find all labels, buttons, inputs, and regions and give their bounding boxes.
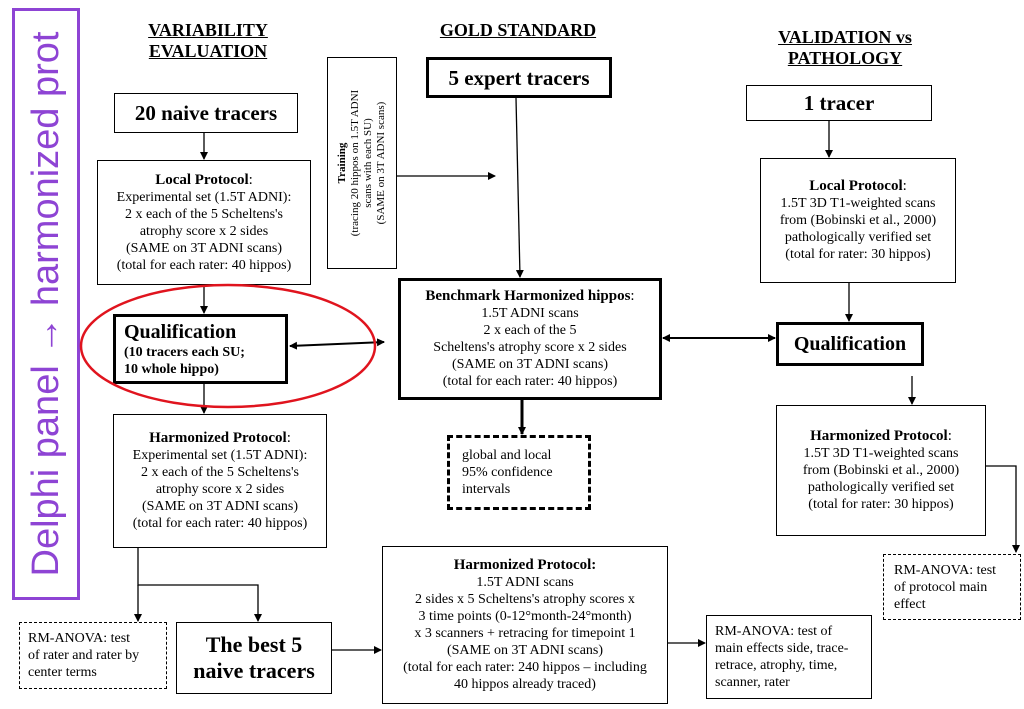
rm-anova-main-line-3: retrace, atrophy, time, [715, 658, 838, 673]
benchmark-line-5: (total for each rater: 40 hippos) [442, 374, 618, 389]
rm-anova-rater-line-2: of rater and rater by [28, 648, 140, 663]
harmonized-right-line-3: pathologically verified set [807, 480, 955, 495]
harmonized-center-line-1: 1.5T ADNI scans [476, 575, 574, 590]
heading-validation: VALIDATION vs PATHOLOGY [755, 27, 935, 69]
side-banner: Delphi panel → harmonized prot [12, 8, 80, 600]
harmonized-center-line-5: (SAME on 3T ADNI scans) [446, 643, 604, 658]
harmonized-right-title: Harmonized Protocol [810, 428, 948, 444]
qualification-left-line-2: 10 whole hippo) [124, 362, 219, 377]
qualification-left-line-1: (10 tracers each SU; [124, 345, 245, 360]
qualification-highlight-ellipse [79, 283, 377, 409]
local-protocol-left-title-suffix: : [248, 171, 253, 188]
heading-variability-line-1: VARIABILITY [148, 20, 268, 40]
naive-tracers-label: 20 naive tracers [134, 101, 278, 125]
connector-harmonized-left-split [137, 548, 262, 622]
harmonized-left-title-line: Harmonized Protocol: [149, 430, 291, 447]
one-tracer-label: 1 tracer [803, 91, 875, 115]
harmonized-center-line-7: 40 hippos already traced) [454, 677, 596, 692]
harmonized-right-title-line: Harmonized Protocol: [810, 428, 952, 445]
heading-gold-standard: GOLD STANDARD [439, 20, 597, 40]
rm-anova-main-line-2: main effects side, trace- [715, 641, 849, 656]
benchmark-title-line: Benchmark Harmonized hippos: [425, 288, 634, 305]
local-protocol-left-box: Local Protocol: Experimental set (1.5T A… [97, 160, 311, 285]
harmonized-left-line-3: atrophy score x 2 sides [155, 482, 285, 497]
rm-anova-protocol-line-2: of protocol main [894, 579, 988, 595]
local-protocol-left-line-4: (SAME on 3T ADNI scans) [125, 240, 283, 256]
local-protocol-left-title-line: Local Protocol: [155, 172, 253, 189]
arrow-expert-to-benchmark [515, 97, 524, 278]
harmonized-right-line-4: (total for rater: 30 hippos) [808, 497, 954, 512]
harmonized-center-line-6: (total for each rater: 240 hippos – incl… [403, 660, 647, 675]
qualification-right-label: Qualification [793, 333, 907, 355]
confidence-intervals-box: global and local 95% confidence interval… [447, 435, 591, 510]
harmonized-right-line-2: from (Bobinski et al., 2000) [802, 463, 960, 478]
local-protocol-left-line-1: Experimental set (1.5T ADNI): [116, 189, 292, 205]
local-protocol-right-line-3: pathologically verified set [784, 230, 932, 245]
harmonized-right-box: Harmonized Protocol: 1.5T 3D T1-weighted… [776, 405, 986, 536]
harmonized-right-title-suffix: : [947, 428, 952, 444]
harmonized-center-line-3: 3 time points (0-12°month-24°month) [418, 609, 632, 624]
harmonized-center-line-2: 2 sides x 5 Scheltens's atrophy scores x [415, 592, 635, 607]
local-protocol-right-box: Local Protocol: 1.5T 3D T1-weighted scan… [760, 158, 956, 283]
harmonized-center-line-4: x 3 scanners + retracing for timepoint 1 [414, 626, 636, 641]
best-five-line-1: The best 5 [205, 632, 303, 657]
heading-validation-line-2: PATHOLOGY [787, 48, 903, 68]
qualification-right-box: Qualification [776, 322, 924, 366]
harmonized-left-box: Harmonized Protocol: Experimental set (1… [113, 414, 327, 548]
confidence-line-1: global and local [462, 448, 552, 463]
harmonized-left-title: Harmonized Protocol [149, 430, 287, 446]
expert-tracers-box: 5 expert tracers [426, 57, 612, 98]
benchmark-title: Benchmark Harmonized hippos [425, 288, 631, 304]
rm-anova-protocol-line-1: RM-ANOVA: test [894, 562, 997, 578]
rm-anova-main-box: RM-ANOVA: test of main effects side, tra… [706, 615, 872, 699]
local-protocol-right-title-suffix: : [902, 178, 907, 194]
one-tracer-box: 1 tracer [746, 85, 932, 121]
local-protocol-right-line-4: (total for rater: 30 hippos) [785, 247, 931, 262]
expert-tracers-label: 5 expert tracers [448, 65, 590, 90]
harmonized-left-line-1: Experimental set (1.5T ADNI): [132, 448, 308, 463]
rm-anova-protocol-box: RM-ANOVA: test of protocol main effect [883, 554, 1021, 620]
benchmark-title-suffix: : [630, 288, 635, 304]
rm-anova-rater-line-1: RM-ANOVA: test [28, 631, 131, 646]
arrow-qualification-benchmark [289, 338, 385, 350]
rm-anova-main-line-1: RM-ANOVA: test of [715, 624, 833, 639]
local-protocol-left-line-2: 2 x each of the 5 Scheltens's [124, 206, 284, 222]
training-box: Training (tracing 20 hippos on 1.5T ADNI… [327, 57, 397, 269]
benchmark-line-4: (SAME on 3T ADNI scans) [451, 357, 609, 372]
naive-tracers-box: 20 naive tracers [114, 93, 298, 133]
local-protocol-right-line-2: from (Bobinski et al., 2000) [779, 213, 937, 228]
best-five-line-2: naive tracers [193, 658, 315, 683]
harmonized-right-line-1: 1.5T 3D T1-weighted scans [803, 446, 959, 461]
local-protocol-left-title: Local Protocol [155, 171, 249, 188]
qualification-left-title: Qualification [124, 321, 237, 343]
harmonized-center-title: Harmonized Protocol: [453, 557, 597, 573]
harmonized-center-box: Harmonized Protocol: 1.5T ADNI scans 2 s… [382, 546, 668, 704]
benchmark-line-1: 1.5T ADNI scans [481, 306, 579, 321]
harmonized-left-title-suffix: : [286, 430, 291, 446]
rm-anova-protocol-line-3: effect [894, 596, 926, 612]
harmonized-left-line-5: (total for each rater: 40 hippos) [132, 516, 308, 531]
local-protocol-left-line-3: atrophy score x 2 sides [139, 223, 269, 239]
rm-anova-rater-line-3: center terms [28, 665, 97, 680]
rm-anova-main-line-4: scanner, rater [715, 675, 790, 690]
confidence-line-3: intervals [462, 482, 511, 497]
qualification-left-box: Qualification (10 tracers each SU; 10 wh… [113, 314, 288, 384]
local-protocol-right-title-line: Local Protocol: [809, 178, 907, 195]
rm-anova-rater-box: RM-ANOVA: test of rater and rater by cen… [19, 622, 167, 689]
local-protocol-right-line-1: 1.5T 3D T1-weighted scans [780, 196, 936, 211]
local-protocol-right-title: Local Protocol [809, 178, 903, 194]
local-protocol-left-line-5: (total for each rater: 40 hippos) [116, 257, 292, 273]
harmonized-left-line-4: (SAME on 3T ADNI scans) [141, 499, 299, 514]
heading-variability-line-2: EVALUATION [148, 41, 268, 61]
best-five-box: The best 5 naive tracers [176, 622, 332, 694]
arrow-harmonized-right-to-anova [986, 465, 1020, 553]
benchmark-line-3: Scheltens's atrophy score x 2 sides [433, 340, 627, 355]
benchmark-box: Benchmark Harmonized hippos: 1.5T ADNI s… [398, 278, 662, 400]
benchmark-line-2: 2 x each of the 5 [483, 323, 577, 338]
heading-validation-line-1: VALIDATION vs [778, 27, 912, 47]
confidence-line-2: 95% confidence [462, 465, 553, 480]
heading-variability: VARIABILITY EVALUATION [128, 20, 288, 62]
harmonized-left-line-2: 2 x each of the 5 Scheltens's [140, 465, 300, 480]
